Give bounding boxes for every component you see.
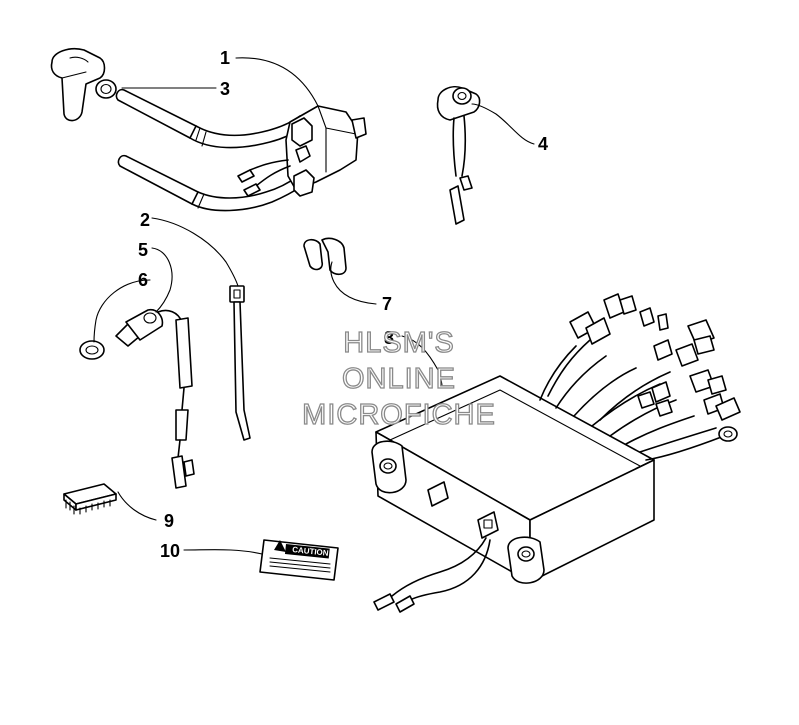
callout-2: 2 [140,210,150,230]
watermark-line-1: HLSM'S [343,327,454,359]
washer-part-6 [79,340,105,360]
decal-caution-text: CAUTION [292,545,329,558]
temperature-sensor-part-5 [115,308,195,489]
ignition-coil-assembly [50,47,367,212]
callout-3: 3 [220,79,230,99]
callout-10: 10 [160,541,180,561]
caution-decal-part-10: CAUTION [259,539,339,581]
ic-chip-part-9 [63,483,117,515]
callout-5: 5 [138,240,148,260]
callout-labels: 1 2 3 4 5 6 7 8 9 10 [138,48,548,561]
callout-8: 8 [384,328,394,348]
leader-lines [93,57,535,555]
callout-1: 1 [220,48,230,68]
watermark: HLSM'S ONLINE MICROFICHE [302,326,496,431]
callout-4: 4 [538,134,548,154]
sensor-switch-part-4 [436,85,481,225]
watermark-line-3: MICROFICHE [302,399,496,431]
clip-part-7 [303,237,347,276]
callout-9: 9 [164,511,174,531]
watermark-line-2: ONLINE [342,363,456,395]
cable-tie-part-2 [229,285,251,441]
callout-6: 6 [138,270,148,290]
cdi-module-part-8 [371,293,741,613]
callout-7: 7 [382,294,392,314]
